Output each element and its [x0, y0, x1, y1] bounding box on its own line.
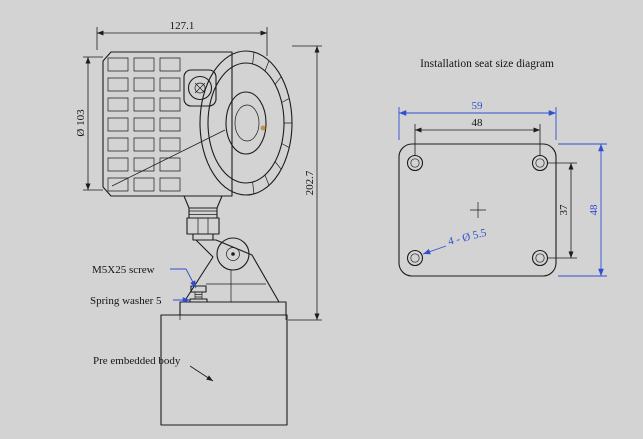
foot-seat-lines [179, 315, 287, 320]
screw-threads [195, 294, 202, 298]
housing-cover [199, 50, 293, 196]
fixing-screw [189, 285, 208, 303]
neck-adapter [183, 195, 223, 241]
neck-shoulder [183, 195, 223, 209]
neck-collar [192, 233, 214, 241]
mounting-foot [179, 301, 287, 316]
dim-height-value: 202.7 [304, 170, 316, 195]
dim-hole-spacing-x-value: 48 [472, 117, 484, 129]
base-block [160, 314, 288, 426]
housing-body [102, 51, 233, 197]
cover-inner-ring [225, 91, 267, 155]
housing-edge-line [111, 129, 226, 187]
pivot-center-dot [231, 252, 235, 256]
seat-title: Installation seat size diagram [420, 58, 554, 70]
callout-leader [422, 245, 447, 255]
housing-fins [107, 57, 181, 192]
part-labels: M5X25 screw Spring washer 5 Pre embedded… [90, 264, 214, 382]
dim-diameter: Ø 103 [75, 56, 103, 191]
boss-slot-lines [194, 82, 206, 94]
cover-scallops [252, 52, 292, 194]
device-side-view: 127.1 Ø 103 202.7 M5X25 screw Spring was… [75, 20, 322, 426]
screw-shaft [194, 291, 203, 300]
embedded-body-block [160, 314, 288, 426]
label-screw: M5X25 screw [92, 264, 155, 276]
dim-hole-spacing-y-value: 37 [558, 204, 570, 216]
hole-top-right [531, 154, 549, 172]
pivot-joint [216, 237, 250, 271]
hole-bottom-left [406, 249, 424, 267]
cover-mid-ring [207, 62, 285, 184]
swivel-bracket [179, 237, 287, 316]
boss-inner-circle [194, 82, 206, 94]
dim-outer-width-value: 59 [472, 100, 484, 112]
dim-width: 127.1 [96, 20, 268, 56]
sight-glass-boss [183, 69, 217, 107]
pivot-inner-circle [226, 247, 240, 261]
dim-hole-spacing-y: 37 [548, 162, 577, 259]
neck-hex-nut [186, 217, 220, 235]
dim-outer-height: 48 [558, 143, 607, 277]
hole-bottom-right [531, 249, 549, 267]
neck-hex-facets [197, 218, 209, 234]
dim-outer-height-value: 48 [588, 204, 600, 216]
boss-plate [183, 69, 217, 107]
bracket-ribs [206, 270, 266, 302]
installation-seat-view: Installation seat size diagram 59 [398, 58, 607, 277]
label-body: Pre embedded body [93, 355, 181, 367]
leader-body [189, 365, 214, 382]
mounting-holes [406, 154, 549, 267]
label-washer: Spring washer 5 [90, 295, 162, 307]
hole-callout: 4 - Ø 5.5 [422, 227, 488, 255]
neck-thread-lines [189, 210, 217, 215]
pivot-outer-circle [216, 237, 250, 271]
dim-diameter-value: Ø 103 [75, 109, 87, 137]
neck-thread [188, 207, 218, 219]
dim-outer-width: 59 [398, 100, 557, 140]
dim-hole-spacing-x: 48 [414, 117, 541, 155]
cover-orange-mark [260, 125, 266, 131]
dim-width-value: 127.1 [170, 20, 195, 32]
center-mark [470, 202, 486, 218]
boss-outer-circle [187, 75, 213, 101]
leader-screw [170, 268, 197, 289]
hole-callout-value: 4 - Ø 5.5 [447, 227, 488, 248]
spring-washer [189, 298, 208, 303]
seat-plate [398, 143, 557, 277]
bracket-body [183, 239, 280, 303]
cover-center-detail [234, 104, 260, 142]
hole-top-left [406, 154, 424, 172]
dim-height: 202.7 [288, 45, 322, 321]
